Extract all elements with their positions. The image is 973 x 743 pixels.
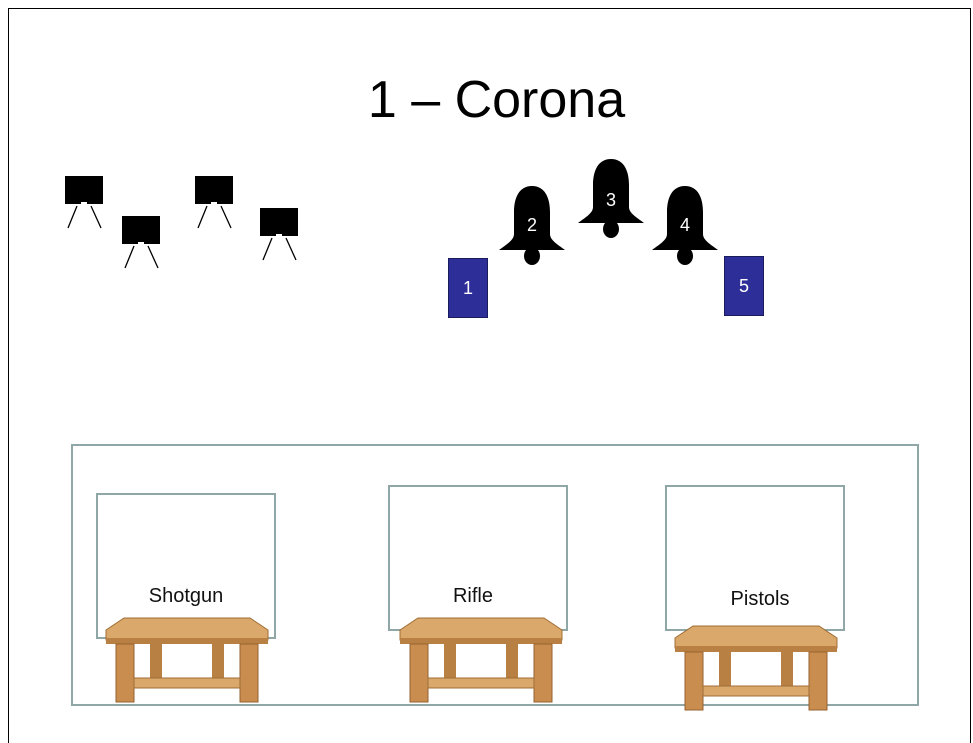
station-rifle [388,485,568,631]
table-icon-pistols [674,625,838,711]
bell-2-label: 2 [526,215,537,235]
target-rect-1: 1 [448,258,488,318]
table-icon-rifle [399,617,563,703]
stand-target-icon-1 [65,176,103,229]
target-rect-5: 5 [724,256,764,316]
station-label-shotgun: Shotgun [148,585,224,607]
station-label-pistols: Pistols [730,588,790,610]
slide-frame [8,8,971,743]
bell-3-label: 3 [605,190,616,210]
stand-target-icon-3 [195,176,233,229]
target-rect-5-label: 5 [738,275,749,296]
bell-icon-2 [499,186,565,265]
table-icon-shotgun [105,617,269,703]
bell-icon-3 [578,159,644,238]
page-title: 1 – Corona [367,71,626,129]
shooting-area [71,444,919,706]
stand-target-icon-2 [122,216,160,269]
target-rect-1-label: 1 [462,277,473,298]
bell-icon-4 [652,186,718,265]
bell-4-label: 4 [679,215,690,235]
stand-target-icon-4 [260,208,298,261]
station-label-rifle: Rifle [452,585,493,607]
